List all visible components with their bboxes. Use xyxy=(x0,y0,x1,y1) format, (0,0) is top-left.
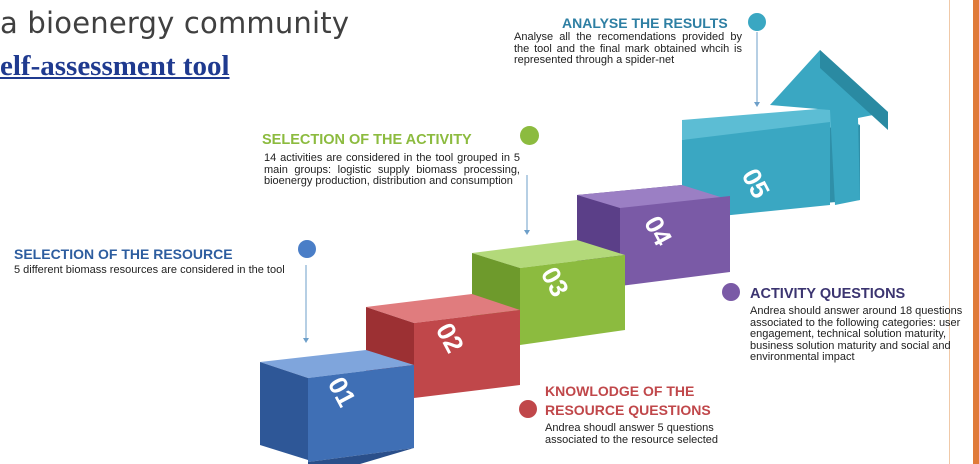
step-05-tread xyxy=(682,108,860,140)
step-02-face xyxy=(414,310,520,398)
header-title-line1: a bioenergy community xyxy=(0,6,350,40)
step-02-heading: KNOWLODGE OF THE xyxy=(545,383,695,399)
step-04-dot xyxy=(722,283,740,301)
step-05: 05 xyxy=(682,50,888,220)
step-01-tread xyxy=(260,350,414,378)
step-03: 03 xyxy=(472,240,625,345)
step-04-tread xyxy=(577,185,730,212)
step-05-dot xyxy=(748,13,766,31)
step-02-heading-line2: RESOURCE QUESTIONS xyxy=(545,402,711,418)
right-accent-bar xyxy=(973,0,979,464)
step-04-heading: ACTIVITY QUESTIONS xyxy=(750,286,906,302)
step-01-left xyxy=(260,362,308,460)
step-05-face xyxy=(682,122,830,220)
step-03-heading: SELECTION OF THE ACTIVITY xyxy=(262,132,472,148)
step-01-heading: SELECTION OF THE RESOURCE xyxy=(14,246,233,262)
step-01-base xyxy=(308,448,414,464)
step-03-description: 14 activities are considered in the tool… xyxy=(264,152,520,187)
header-title-line2: elf-assessment tool xyxy=(0,50,230,82)
step-03-face xyxy=(520,255,625,345)
step-01-face xyxy=(308,365,414,462)
step-01-description: 5 different biomass resources are consid… xyxy=(14,264,285,276)
pointer-arrow-05 xyxy=(754,102,760,107)
step-02-description: Andrea shoudl answer 5 questions associa… xyxy=(545,422,719,446)
pointer-arrow-01 xyxy=(303,338,309,343)
step-05-description: Analyse all the recomendations provided … xyxy=(514,31,742,66)
step-03-tread xyxy=(472,240,625,268)
right-border-line xyxy=(949,0,973,464)
step-03-dot xyxy=(520,126,539,145)
step-05-heading: ANALYSE THE RESULTS xyxy=(562,15,728,31)
step-04-face xyxy=(620,196,730,286)
step-02-dot xyxy=(519,400,537,418)
pointer-arrow-03 xyxy=(524,230,530,235)
step-02-tread xyxy=(366,294,520,323)
step-01-dot xyxy=(298,240,316,258)
pointer-lines xyxy=(303,32,760,343)
step-01: 01 xyxy=(260,350,414,464)
arrow-head-shade xyxy=(820,50,888,130)
step-04-description: Andrea should answer around 18 questions… xyxy=(750,305,963,363)
